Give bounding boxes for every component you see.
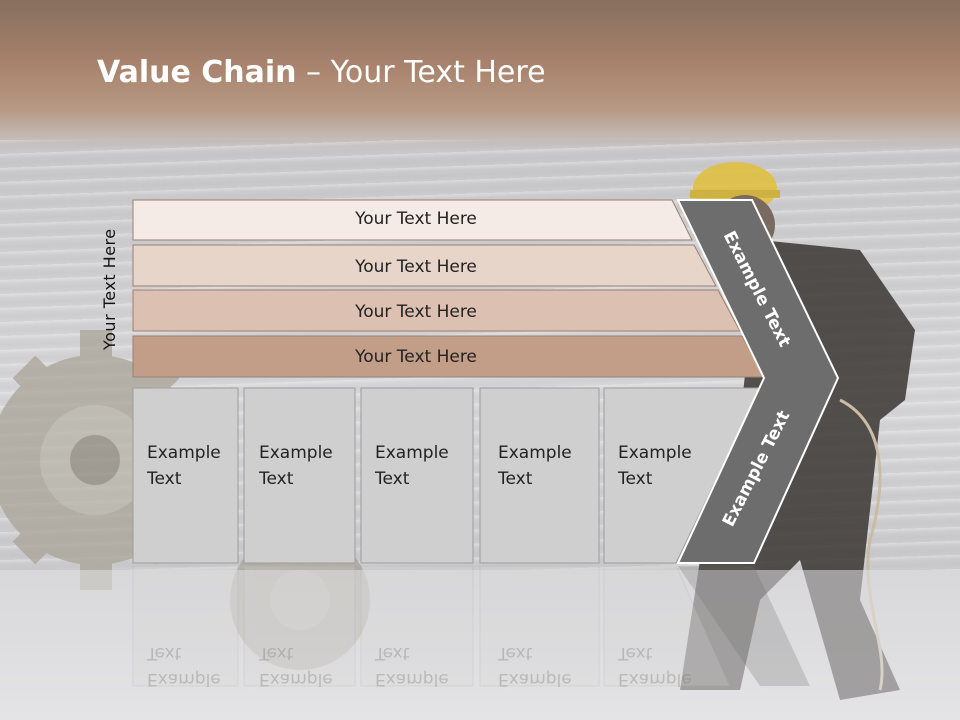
- box-1-line1: Example: [147, 443, 221, 463]
- box-2-reflection-line2: Text: [259, 643, 294, 663]
- title-rest: – Your Text Here: [296, 55, 546, 90]
- box-3-line1: Example: [375, 443, 449, 463]
- box-1-reflection-line1: Example: [147, 669, 221, 689]
- bar-2-label: Your Text Here: [355, 257, 477, 277]
- box-2-reflection-line1: Example: [259, 669, 333, 689]
- box-2-line2: Text: [259, 469, 294, 489]
- box-1-label: Example Text: [147, 440, 237, 492]
- box-4-line2: Text: [498, 469, 533, 489]
- bar-1-label: Your Text Here: [355, 209, 477, 229]
- bar-3-label: Your Text Here: [355, 302, 477, 322]
- chevron-reflection: [678, 566, 810, 686]
- chevron-shape: [676, 199, 840, 564]
- bar-1-shape: [132, 199, 693, 241]
- bar-3-shape: [132, 289, 741, 332]
- box-1-line2: Text: [147, 469, 182, 489]
- bar-4-label: Your Text Here: [355, 347, 477, 367]
- box-5-label: Example Text: [618, 440, 708, 492]
- box-3-shape: [360, 387, 474, 564]
- box-4-shape: [479, 387, 600, 564]
- box-3-label: Example Text: [375, 440, 465, 492]
- box-2-shape: [243, 387, 356, 564]
- box-5-reflection: Example Text: [618, 640, 708, 692]
- boxes-reflection: [132, 565, 731, 687]
- box-4-label: Example Text: [498, 440, 588, 492]
- box-1-reflection: Example Text: [147, 640, 237, 692]
- box-2-label: Example Text: [259, 440, 349, 492]
- box-3-reflection-line2: Text: [375, 643, 410, 663]
- bar-2-shape: [132, 244, 717, 287]
- box-4-reflection-line1: Example: [498, 669, 572, 689]
- box-3-reflection-line1: Example: [375, 669, 449, 689]
- box-2-reflection: Example Text: [259, 640, 349, 692]
- box-3-line2: Text: [375, 469, 410, 489]
- box-4-line1: Example: [498, 443, 572, 463]
- slide-title: Value Chain – Your Text Here: [97, 55, 546, 90]
- box-2-line1: Example: [259, 443, 333, 463]
- box-5-line1: Example: [618, 443, 692, 463]
- box-4-reflection: Example Text: [498, 640, 588, 692]
- box-5-line2: Text: [618, 469, 653, 489]
- box-5-reflection-line1: Example: [618, 669, 692, 689]
- box-1-reflection-line2: Text: [147, 643, 182, 663]
- box-1-shape: [132, 387, 239, 564]
- box-4-reflection-line2: Text: [498, 643, 533, 663]
- title-bold: Value Chain: [97, 55, 297, 90]
- box-5-reflection-line2: Text: [618, 643, 653, 663]
- box-3-reflection: Example Text: [375, 640, 465, 692]
- box-5-shape: [603, 387, 761, 564]
